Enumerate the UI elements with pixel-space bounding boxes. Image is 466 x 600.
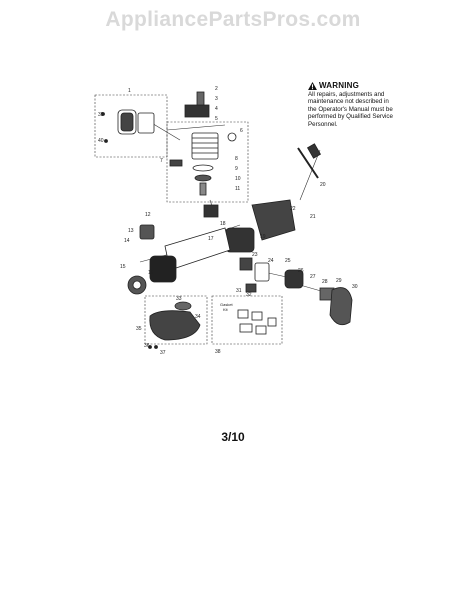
warning-title: WARNING [319, 81, 360, 91]
fuel-tank [148, 301, 201, 349]
callout-29: 29 [336, 278, 342, 284]
callout-17: 17 [208, 236, 214, 242]
callout-20: 20 [320, 182, 326, 188]
callout-8: 8 [235, 156, 238, 162]
warning-title-row: WARNING [308, 82, 414, 90]
callout-10: 10 [235, 176, 241, 182]
callout-23: 23 [252, 252, 258, 258]
callout-28: 28 [322, 279, 328, 285]
callout-22: 22 [290, 206, 296, 212]
fuel-tank-frame [144, 295, 208, 345]
starter-assembly [239, 257, 353, 326]
callout-7: 7 [160, 158, 163, 164]
callout-13: 13 [128, 228, 134, 234]
air-filter-assembly [101, 109, 155, 143]
callout-6: 6 [240, 128, 243, 134]
page-number: 3/10 [221, 430, 245, 444]
callout-4: 4 [215, 106, 218, 112]
callout-2: 2 [215, 86, 218, 92]
warning-line-2: maintenance not described in [308, 98, 389, 106]
warning-line-5: Personnel. [308, 120, 338, 128]
callout-39: 39 [98, 112, 104, 118]
callout-3: 3 [215, 96, 218, 102]
callout-11: 11 [235, 186, 240, 192]
tool-part [297, 143, 322, 179]
callout-33: 33 [176, 296, 182, 302]
callout-35: 35 [136, 326, 142, 332]
callout-34: 34 [195, 314, 201, 320]
callout-32: 32 [246, 292, 252, 298]
warning-notice: WARNING All repairs, adjustments and mai… [308, 82, 414, 128]
callout-36: 36 [144, 343, 150, 349]
callout-9: 9 [235, 166, 238, 172]
callout-25: 25 [285, 258, 291, 264]
gasket-kit-label-1: Gasket [220, 302, 234, 307]
callout-21: 21 [310, 214, 316, 220]
gasket-kit-frame [211, 295, 283, 345]
gasket-kit-label-2: Kit [223, 307, 229, 312]
callout-31: 31 [236, 288, 242, 294]
engine-cylinder [169, 91, 237, 218]
callout-37: 37 [160, 350, 166, 356]
warning-line-1: All repairs, adjustments and [308, 91, 385, 98]
callout-38: 38 [215, 349, 221, 355]
air-filter-group-frame [94, 94, 168, 158]
callout-15: 15 [120, 264, 126, 270]
callout-40: 40 [98, 138, 104, 144]
engine-housing [127, 199, 296, 295]
callout-5: 5 [215, 116, 218, 122]
callout-18: 18 [220, 221, 226, 227]
callout-27: 27 [310, 274, 316, 280]
watermark: AppliancePartsPros.com [105, 8, 361, 31]
warning-triangle-icon [308, 82, 317, 90]
callout-16: 16 [148, 270, 154, 276]
warning-line-4: performed by Qualified Service [308, 113, 393, 121]
callout-26: 26 [298, 268, 304, 274]
gasket-kit-items [237, 309, 277, 335]
callout-14: 14 [124, 238, 130, 244]
engine-group-frame [166, 121, 249, 203]
callout-19: 19 [260, 234, 266, 240]
callout-24: 24 [268, 258, 274, 264]
callout-30: 30 [352, 284, 358, 290]
callout-12: 12 [145, 212, 151, 218]
callout-1: 1 [128, 88, 131, 94]
warning-line-3: the Operator's Manual must be [308, 105, 393, 113]
